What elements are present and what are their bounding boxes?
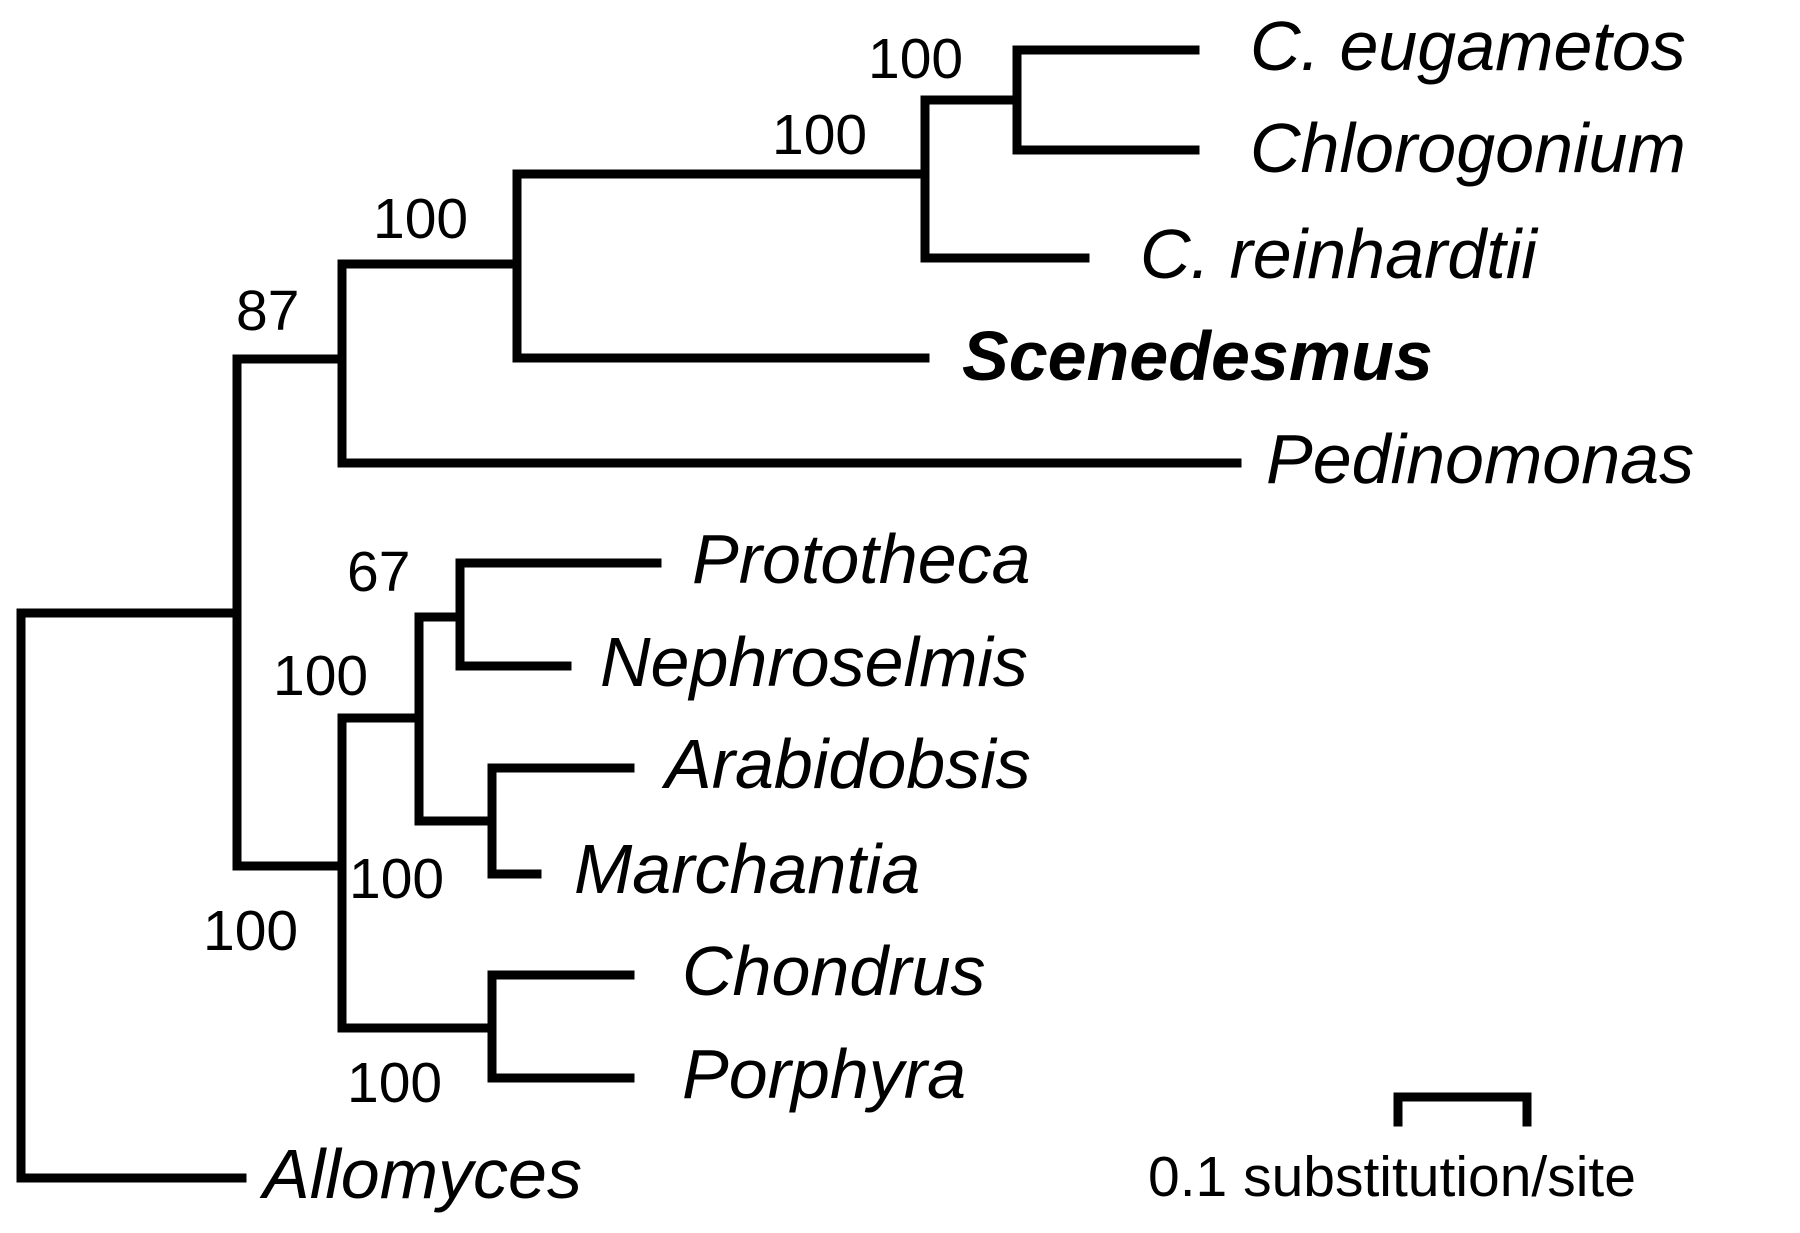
taxon-label-chlorogonium: Chlorogonium [1250,109,1686,187]
taxon-label-c-eugametos: C. eugametos [1250,7,1686,85]
support-arab-march: 100 [349,847,444,911]
taxon-labels: C. eugametos Chlorogonium C. reinhardtii… [259,7,1694,1213]
tree-branches [16,45,1532,1183]
support-proto-arab: 100 [273,644,368,708]
support-chlamy-group: 100 [772,103,867,167]
support-proto-nephro: 67 [347,540,410,604]
support-chlamy-scened: 100 [373,187,468,251]
taxon-label-prototheca: Prototheca [692,520,1031,598]
taxon-label-nephroselmis: Nephroselmis [600,623,1028,701]
support-values: 100 100 100 87 67 100 100 100 100 [203,27,963,1115]
taxon-label-c-reinhardtii: C. reinhardtii [1140,215,1539,293]
taxon-label-allomyces: Allomyces [259,1135,582,1213]
support-green-red: 100 [203,899,298,963]
taxon-label-pedinomonas: Pedinomonas [1266,420,1694,498]
taxon-label-scenedesmus: Scenedesmus [962,317,1433,395]
scale-bar [1393,1092,1532,1127]
taxon-label-porphyra: Porphyra [682,1035,966,1113]
taxon-label-marchantia: Marchantia [574,830,920,908]
support-chondrus-porphyra: 100 [347,1051,442,1115]
taxon-label-chondrus: Chondrus [682,932,986,1010]
taxon-label-arabidobsis: Arabidobsis [661,725,1031,803]
scale-bar-label: 0.1 substitution/site [1148,1145,1636,1209]
support-chlorophyceae: 87 [236,279,299,343]
support-ceug-chlor: 100 [868,27,963,91]
